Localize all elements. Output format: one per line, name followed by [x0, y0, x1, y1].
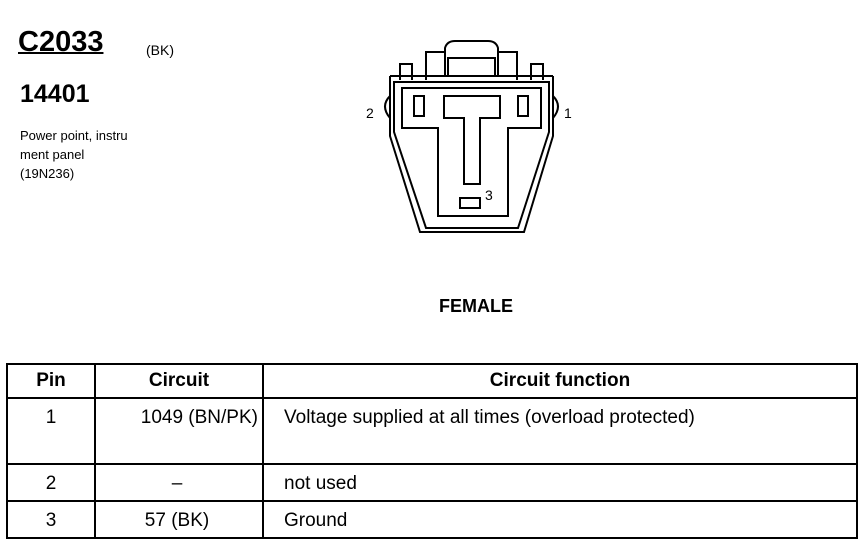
terminal-1	[517, 95, 529, 117]
table-row: 1 1049 (BN/PK) Voltage supplied at all t…	[6, 397, 858, 465]
description-line: (19N236)	[20, 166, 75, 181]
header-circuit: Circuit	[94, 363, 264, 399]
pin-label-2: 2	[366, 105, 374, 121]
function-cell: Ground	[262, 500, 858, 539]
connector-top-post-left	[425, 51, 445, 80]
pin-table-header: Pin Circuit Circuit function	[6, 363, 858, 399]
connector-top-post-right	[498, 51, 518, 80]
connector-housing	[393, 81, 550, 229]
pin-label-3: 3	[485, 187, 493, 203]
connector-color-code: (BK)	[146, 42, 174, 58]
connector-description: Power point, instru ment panel (19N236)	[20, 126, 170, 183]
table-row: 3 57 (BK) Ground	[6, 500, 858, 539]
connector-cavity	[401, 87, 542, 217]
connector-id: C2033	[18, 26, 104, 58]
circuit-cell: –	[94, 463, 264, 502]
terminal-2	[413, 95, 425, 117]
table-row: 2 – not used	[6, 463, 858, 502]
circuit-cell: 57 (BK)	[94, 500, 264, 539]
connector-latch	[444, 40, 499, 76]
connector-view-label: FEMALE	[439, 296, 513, 316]
header-function: Circuit function	[262, 363, 858, 399]
pin-table: Pin Circuit Circuit function 1 1049 (BN/…	[6, 363, 858, 539]
connector-t-key	[443, 95, 501, 185]
function-cell: Voltage supplied at all times (overload …	[262, 397, 858, 465]
pin-label-1: 1	[564, 105, 572, 121]
connector-latch-inner	[447, 57, 496, 76]
part-number: 14401	[20, 80, 90, 108]
terminal-3	[459, 197, 481, 209]
header-pin: Pin	[6, 363, 96, 399]
connector-face-drawing: 2 1 3	[366, 40, 572, 233]
description-line: ment panel	[20, 147, 85, 162]
description-line: Power point, instru	[20, 128, 128, 143]
pin-cell: 1	[6, 397, 96, 465]
function-cell: not used	[262, 463, 858, 502]
pin-cell: 2	[6, 463, 96, 502]
circuit-cell: 1049 (BN/PK)	[94, 397, 264, 465]
pin-cell: 3	[6, 500, 96, 539]
